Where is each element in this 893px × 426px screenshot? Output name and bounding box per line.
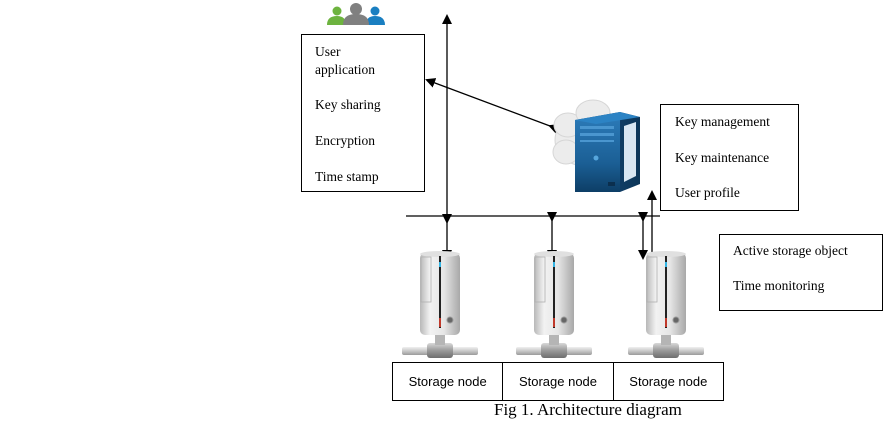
storage-server-icon: [516, 251, 592, 358]
storage-node-label: Storage node: [629, 374, 708, 389]
storage-server-icon: [628, 251, 704, 358]
user-box-line: application: [315, 62, 375, 77]
key-server-icon: [575, 112, 640, 192]
active-box-line: Active storage object: [733, 243, 848, 258]
storage-node-label: Storage node: [503, 363, 614, 400]
key-box-line: Key maintenance: [675, 150, 770, 165]
user-server-arrow: [425, 78, 560, 134]
storage-node-table: Storage node Storage node Storage node: [392, 362, 724, 401]
key-box-line: User profile: [675, 185, 740, 200]
storage-node-label: Storage node: [393, 363, 504, 400]
key-box-line: Key management: [675, 114, 770, 129]
user-gray-icon: [343, 3, 369, 25]
user-box-line: Time stamp: [315, 169, 379, 184]
users-group-icon: [327, 3, 385, 25]
user-blue-icon: [366, 6, 385, 25]
user-application-box: User application Key sharing Encryption …: [301, 34, 425, 192]
user-box-line: Key sharing: [315, 97, 381, 112]
key-management-box: Key management Key maintenance User prof…: [660, 104, 799, 211]
storage-server-icon: [402, 251, 478, 358]
figure-caption: Fig 1. Architecture diagram: [494, 400, 682, 419]
user-box-line: Encryption: [315, 133, 375, 148]
user-green-icon: [327, 6, 346, 25]
active-storage-box: Active storage object Time monitoring: [719, 234, 883, 311]
user-box-line: User: [315, 44, 341, 59]
active-box-line: Time monitoring: [733, 278, 825, 293]
